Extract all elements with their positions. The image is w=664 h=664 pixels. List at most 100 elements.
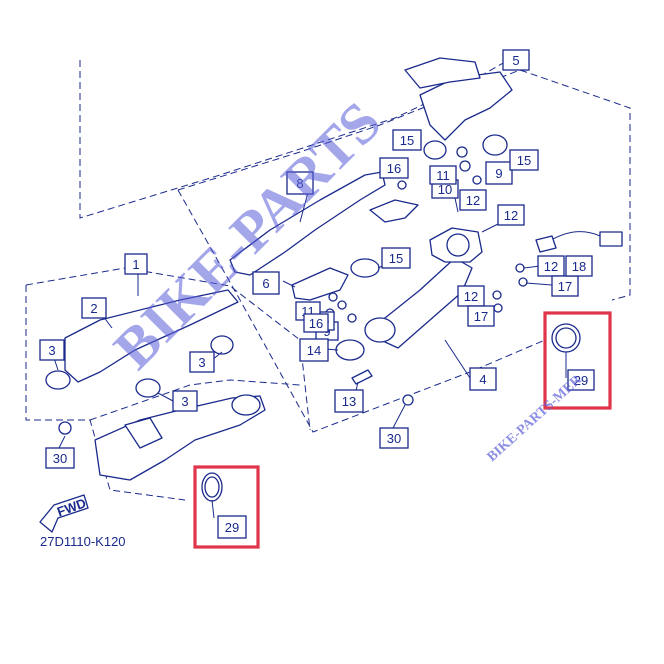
highlight-gasket-left [193, 465, 260, 549]
callout-2: 2 [81, 297, 107, 319]
watermark-main: BIKE-PARTS [101, 89, 393, 381]
svg-text:13: 13 [342, 394, 356, 409]
svg-text:16: 16 [387, 161, 401, 176]
callout-15: 15 [392, 129, 422, 151]
muffler-port [446, 233, 470, 257]
clamp-14 [364, 317, 396, 343]
svg-text:11: 11 [436, 168, 450, 183]
svg-text:17: 17 [558, 279, 572, 294]
callout-11: 11 [429, 165, 457, 185]
svg-text:10: 10 [438, 182, 452, 197]
callout-12: 12 [457, 285, 485, 307]
callout-17: 17 [467, 305, 495, 327]
callout-30: 30 [45, 447, 75, 469]
bolt-13 [351, 369, 373, 385]
callout-12: 12 [459, 189, 487, 211]
clamp-3-lower [135, 378, 161, 398]
callout-8: 8 [286, 171, 314, 195]
bolt-11-lower [328, 292, 338, 302]
bolt-17-right [518, 277, 528, 287]
svg-text:2: 2 [90, 301, 97, 316]
svg-text:12: 12 [464, 289, 478, 304]
callout-4: 4 [469, 367, 497, 391]
bolt-17-lower [493, 303, 503, 313]
svg-text:3: 3 [48, 343, 55, 358]
bolt-12-lower [492, 290, 502, 300]
svg-text:30: 30 [387, 431, 401, 446]
svg-text:17: 17 [474, 309, 488, 324]
watermark-small: BIKE-PARTS-MER [485, 372, 586, 465]
bolt-9-lower [347, 313, 357, 323]
callout-15: 15 [381, 247, 411, 269]
parts [45, 57, 623, 502]
exhaust-pipe-end [231, 394, 261, 416]
callout-9: 9 [485, 161, 513, 185]
nut-10-upper [459, 160, 471, 172]
callout-3: 3 [189, 351, 215, 373]
callout-18: 18 [565, 255, 593, 277]
callout-1: 1 [124, 253, 148, 275]
callout-12: 12 [497, 204, 525, 226]
clamp-3-middle [210, 335, 234, 355]
svg-text:18: 18 [572, 259, 586, 274]
exhaust-flange [124, 417, 163, 449]
exhaust-pipe [94, 395, 266, 481]
callout-17: 17 [551, 275, 579, 297]
highlight-gasket-right [543, 311, 612, 410]
fwd-arrow-icon: FWD [39, 494, 89, 533]
gasket-29-right-inner [555, 327, 577, 349]
gasket-29-left-inner [204, 476, 220, 498]
heat-shield-lower [291, 267, 349, 301]
svg-text:3: 3 [198, 355, 205, 370]
sensor-wire [547, 231, 601, 243]
bolt-16-upper [397, 180, 407, 190]
leader-lines [53, 184, 567, 519]
callout-13: 13 [334, 389, 364, 413]
svg-text:6: 6 [262, 276, 269, 291]
svg-text:1: 1 [132, 257, 139, 272]
svg-text:14: 14 [307, 343, 321, 358]
callouts: 1 2 3 3 3 4 5 6 8 9 9 10 10 11 11 12 12 … [39, 49, 595, 539]
callout-5: 5 [502, 49, 530, 71]
nut-11-upper [456, 146, 468, 158]
svg-text:12: 12 [504, 208, 518, 223]
bolt-12-right [515, 263, 525, 273]
svg-text:3: 3 [181, 394, 188, 409]
callout-16: 16 [379, 157, 409, 179]
diagram-code: 27D1110-K120 [40, 534, 126, 549]
svg-text:4: 4 [479, 372, 486, 387]
bracket-14 [335, 339, 365, 361]
callout-15: 15 [509, 149, 539, 171]
callout-14: 14 [299, 338, 329, 362]
exhaust-cover [64, 289, 239, 383]
clamp-15-middle [350, 258, 380, 278]
heat-shield-top-tab [404, 57, 481, 89]
svg-text:12: 12 [466, 193, 480, 208]
svg-text:15: 15 [389, 251, 403, 266]
clamp-3-left [45, 370, 71, 390]
svg-text:15: 15 [400, 133, 414, 148]
svg-text:9: 9 [495, 166, 502, 181]
svg-text:8: 8 [296, 176, 303, 191]
callout-16: 16 [303, 313, 329, 333]
callout-30: 30 [379, 427, 409, 449]
svg-text:30: 30 [53, 451, 67, 466]
heat-shield-mount [369, 199, 419, 223]
svg-text:15: 15 [517, 153, 531, 168]
callout-29: 29 [217, 515, 247, 539]
sensor-connector [599, 231, 623, 247]
svg-text:29: 29 [225, 520, 239, 535]
heat-shield-front [229, 171, 386, 276]
svg-text:FWD: FWD [55, 495, 88, 519]
bolt-9-upper [472, 175, 482, 185]
callout-29: 29 [567, 369, 595, 391]
svg-text:5: 5 [512, 53, 519, 68]
nut-30-left [58, 421, 72, 435]
callout-3: 3 [39, 339, 65, 361]
svg-text:12: 12 [544, 259, 558, 274]
callout-6: 6 [252, 271, 280, 295]
sensor-body [535, 235, 557, 253]
nut-30-right [402, 394, 414, 406]
svg-text:16: 16 [309, 316, 323, 331]
